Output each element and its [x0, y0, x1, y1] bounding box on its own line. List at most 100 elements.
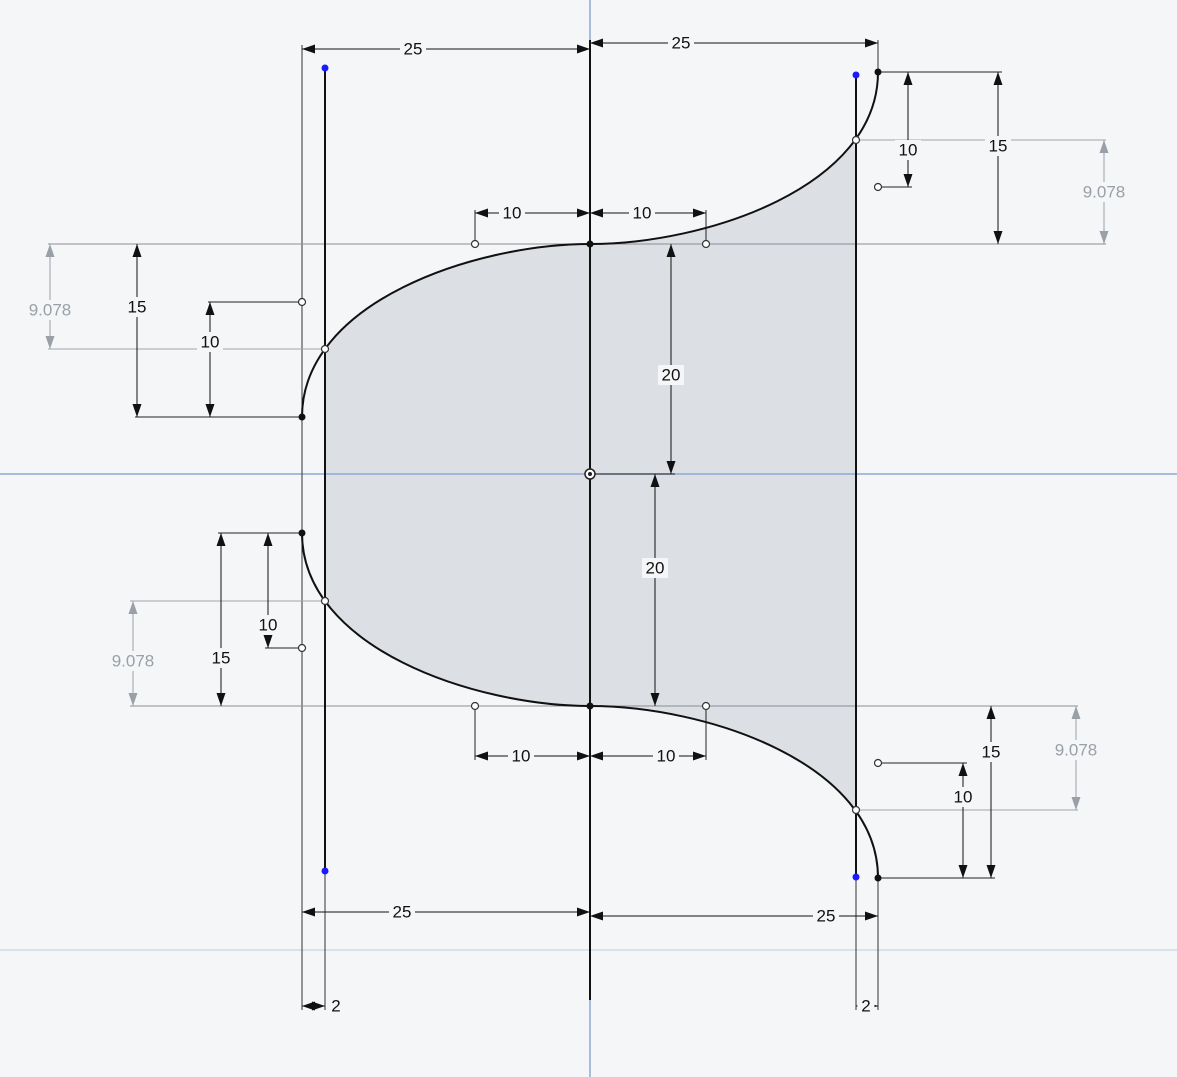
dimension-15[interactable]: 9.078 [106, 601, 160, 706]
arrowhead [1071, 706, 1081, 719]
free-endpoint[interactable] [321, 867, 329, 875]
dimension-value[interactable]: 25 [817, 907, 836, 926]
arrowhead [128, 601, 138, 614]
endpoint[interactable] [874, 68, 882, 76]
arrowhead [958, 763, 968, 776]
arrowhead [45, 244, 55, 257]
arrowhead [1071, 797, 1081, 810]
dimension-value[interactable]: 10 [503, 204, 522, 223]
label-background [499, 203, 525, 223]
label-background [106, 651, 160, 671]
arrowhead [865, 38, 878, 48]
arrowhead [475, 751, 488, 761]
dimension-23[interactable]: 2 [302, 997, 341, 1016]
top-right-spline[interactable] [589, 71, 879, 245]
dimensions[interactable]: 25 25 10 10 15 10 9.078 9.078 15 10 20 20 15 10 9.078 1… [23, 33, 1131, 1016]
dimension-value[interactable]: 25 [393, 903, 412, 922]
endpoint[interactable] [298, 413, 306, 421]
dimension-value[interactable]: 10 [657, 747, 676, 766]
dimension-4[interactable]: 10 [590, 203, 706, 223]
dimension-value[interactable]: 25 [404, 40, 423, 59]
dimension-value[interactable]: 20 [646, 559, 665, 578]
arrowhead [263, 533, 273, 546]
arrowhead [590, 208, 603, 218]
dimension-21[interactable]: 25 [302, 902, 590, 922]
handle-point[interactable] [470, 239, 480, 249]
dimension-5[interactable]: 15 [985, 72, 1011, 244]
sketch-points[interactable] [297, 64, 883, 882]
handle-point[interactable] [320, 596, 330, 606]
dimension-2[interactable]: 25 [590, 33, 878, 53]
handle-point[interactable] [873, 182, 883, 192]
endpoint[interactable] [586, 240, 594, 248]
top-left-spline[interactable] [301, 243, 591, 418]
dimension-value[interactable]: 15 [989, 137, 1008, 156]
bottom-right-spline[interactable] [589, 705, 879, 879]
free-endpoint[interactable] [852, 71, 860, 79]
dimension-9[interactable]: 15 [124, 244, 150, 417]
dimension-value[interactable]: 10 [954, 788, 973, 807]
endpoint[interactable] [874, 874, 882, 882]
dimension-value[interactable]: 25 [672, 34, 691, 53]
handle-point[interactable] [873, 758, 883, 768]
handle-point[interactable] [297, 643, 307, 653]
handle-point[interactable] [851, 135, 861, 145]
dimension-17[interactable]: 10 [590, 746, 706, 766]
handle-point[interactable] [470, 701, 480, 711]
dimension-6[interactable]: 10 [895, 72, 921, 187]
dimension-value[interactable]: 10 [633, 204, 652, 223]
dimension-11[interactable]: 20 [658, 244, 684, 474]
free-endpoint[interactable] [852, 873, 860, 881]
dimension-1[interactable]: 25 [302, 39, 590, 59]
dimension-10[interactable]: 10 [197, 302, 223, 417]
arrowhead [993, 231, 1003, 244]
arrowhead [865, 911, 878, 921]
dimension-14[interactable]: 10 [255, 533, 281, 648]
dimension-value[interactable]: 10 [512, 747, 531, 766]
dimension-24[interactable]: 2 [856, 996, 878, 1016]
dimension-value[interactable]: 15 [212, 649, 231, 668]
dimension-value[interactable]: 2 [861, 997, 870, 1016]
dimension-value[interactable]: 10 [201, 333, 220, 352]
label-background [197, 332, 223, 352]
dimension-16[interactable]: 10 [475, 746, 590, 766]
dimension-7[interactable]: 9.078 [1077, 140, 1131, 244]
free-endpoint[interactable] [321, 64, 329, 72]
dimension-12[interactable]: 20 [642, 474, 668, 706]
endpoint[interactable] [298, 529, 306, 537]
handle-point[interactable] [320, 344, 330, 354]
dimension-value[interactable]: 10 [899, 141, 918, 160]
dimension-value[interactable]: 9.078 [112, 652, 155, 671]
label-background [813, 906, 839, 926]
dimension-value[interactable]: 15 [128, 298, 147, 317]
endpoint[interactable] [586, 702, 594, 710]
dimension-13[interactable]: 15 [208, 533, 234, 706]
handle-point[interactable] [297, 297, 307, 307]
dimension-3[interactable]: 10 [475, 203, 590, 223]
arrowhead [45, 336, 55, 349]
arrowhead [986, 865, 996, 878]
arrowhead [132, 404, 142, 417]
dimension-value[interactable]: 20 [662, 366, 681, 385]
dimension-value[interactable]: 9.078 [29, 301, 72, 320]
dimension-value[interactable]: 10 [259, 616, 278, 635]
label-background [985, 136, 1011, 156]
handle-point[interactable] [701, 701, 711, 711]
sketch-geometry[interactable] [301, 40, 879, 1000]
dimension-20[interactable]: 9.078 [1049, 706, 1103, 810]
arrowhead [590, 911, 603, 921]
handle-point[interactable] [701, 239, 711, 249]
label-background [124, 297, 150, 317]
dimension-22[interactable]: 25 [590, 906, 878, 926]
dimension-18[interactable]: 15 [978, 706, 1004, 878]
dimension-value[interactable]: 15 [982, 743, 1001, 762]
origin-center [588, 472, 592, 476]
dimension-value[interactable]: 2 [331, 997, 340, 1016]
bottom-left-spline[interactable] [301, 532, 591, 707]
handle-point[interactable] [851, 805, 861, 815]
dimension-19[interactable]: 10 [950, 763, 976, 878]
dimension-value[interactable]: 9.078 [1055, 741, 1098, 760]
dimension-8[interactable]: 9.078 [23, 244, 77, 349]
dimension-value[interactable]: 9.078 [1083, 183, 1126, 202]
